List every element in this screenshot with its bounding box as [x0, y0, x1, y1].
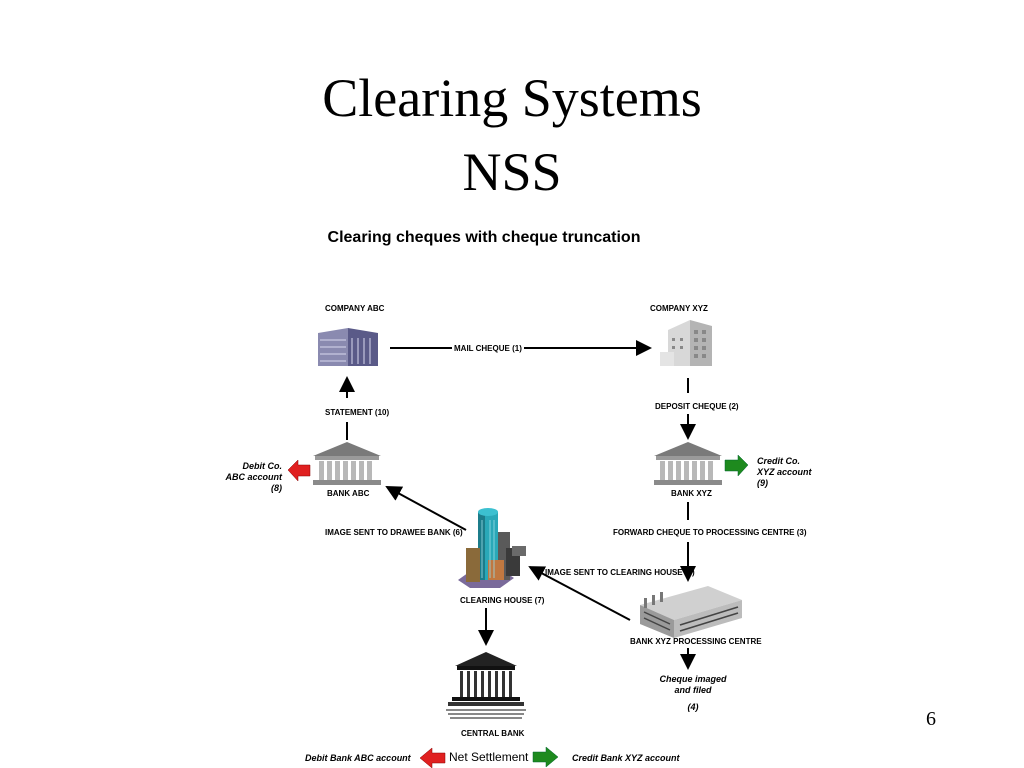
debit-bank-abc-label: Debit Bank ABC account — [305, 753, 411, 763]
company-xyz-building-icon — [660, 320, 712, 366]
company-xyz-label: COMPANY XYZ — [650, 304, 708, 313]
debit-abc-red-arrow — [287, 459, 311, 482]
cheque-imaged-line-3: (4) — [687, 702, 699, 712]
image-drawee-label: IMAGE SENT TO DRAWEE BANK (6) — [325, 528, 463, 537]
bank-xyz-label: BANK XYZ — [671, 489, 712, 498]
processing-centre-label: BANK XYZ PROCESSING CENTRE — [630, 637, 762, 646]
processing-centre-icon — [640, 586, 742, 638]
credit-xyz-line-2: XYZ account — [757, 467, 812, 477]
cheque-imaged-note: Cheque imaged and filed (4) — [655, 674, 731, 713]
net-settlement-green-arrow — [532, 746, 559, 768]
bank-xyz-icon — [654, 442, 722, 485]
title-line-2: NSS — [462, 142, 562, 202]
credit-xyz-line-3: (9) — [757, 478, 768, 488]
central-bank-label: CENTRAL BANK — [461, 729, 525, 738]
credit-xyz-green-arrow — [724, 454, 749, 477]
image-clearing-arrow — [528, 566, 631, 621]
company-abc-label: COMPANY ABC — [325, 304, 385, 313]
credit-xyz-line-1: Credit Co. — [757, 456, 801, 466]
company-abc-building-icon — [318, 328, 378, 366]
title-line-1: Clearing Systems — [322, 68, 702, 128]
net-settlement-red-arrow — [419, 747, 446, 768]
page-number: 6 — [926, 708, 936, 730]
cheque-imaged-line-1: Cheque imaged — [659, 674, 727, 684]
debit-abc-note: Debit Co. ABC account (8) — [222, 461, 282, 494]
debit-abc-line-2: ABC account — [225, 472, 282, 482]
clearing-house-label: CLEARING HOUSE (7) — [460, 596, 545, 605]
clearing-house-icon — [458, 508, 526, 588]
debit-abc-line-1: Debit Co. — [242, 461, 283, 471]
deposit-cheque-label: DEPOSIT CHEQUE (2) — [655, 402, 739, 411]
debit-abc-line-3: (8) — [271, 483, 282, 493]
image-drawee-arrow — [385, 486, 467, 531]
credit-bank-xyz-label: Credit Bank XYZ account — [572, 753, 680, 763]
central-bank-icon — [446, 652, 526, 719]
image-clearing-label: IMAGE SENT TO CLEARING HOUSE (5) — [545, 568, 695, 577]
mail-cheque-label: MAIL CHEQUE (1) — [452, 344, 524, 353]
statement-label: STATEMENT (10) — [325, 408, 390, 417]
bank-abc-icon — [313, 442, 381, 485]
credit-xyz-note: Credit Co. XYZ account (9) — [757, 456, 812, 489]
bank-abc-label: BANK ABC — [327, 489, 370, 498]
forward-cheque-label: FORWARD CHEQUE TO PROCESSING CENTRE (3) — [613, 528, 807, 537]
cheque-imaged-line-2: and filed — [674, 685, 712, 695]
diagram-subtitle: Clearing cheques with cheque truncation — [327, 229, 641, 246]
net-settlement-label: Net Settlement — [449, 750, 529, 764]
